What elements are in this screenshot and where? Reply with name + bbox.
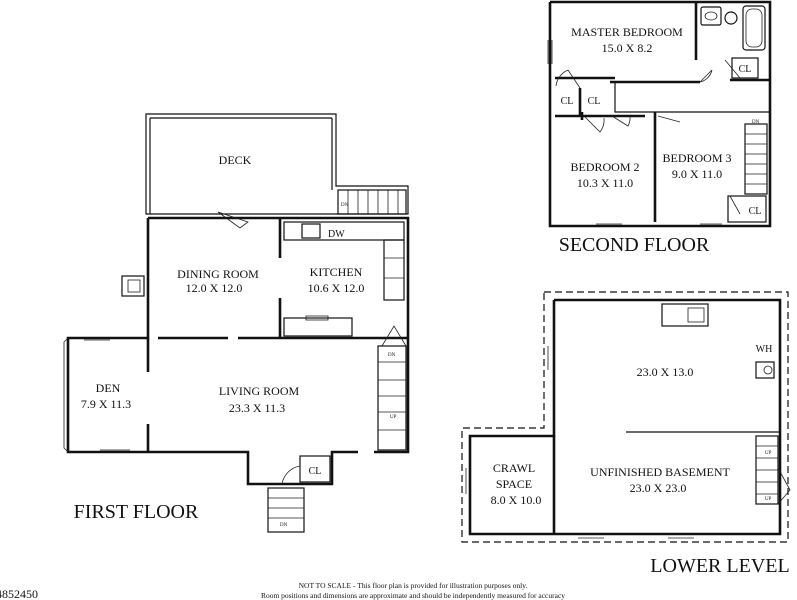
- closet-label: CL: [749, 206, 762, 217]
- lower-level-title: LOWER LEVEL: [650, 555, 789, 577]
- disclaimer-line2: Room positions and dimensions are approx…: [261, 591, 565, 600]
- bedroom3-dims: 9.0 X 11.0: [672, 167, 722, 181]
- entry-stair-dn-label: DN: [280, 523, 288, 528]
- listing-id-number: 4852450: [0, 587, 38, 600]
- bedroom2-name: BEDROOM 2: [570, 160, 639, 174]
- bedroom2-dims: 10.3 X 11.0: [577, 176, 633, 190]
- disclaimer-line1: NOT TO SCALE - This floor plan is provid…: [299, 581, 528, 590]
- dining-room-dims: 12.0 X 12.0: [186, 281, 243, 295]
- second-floor-plan: DN MASTER BEDROOM 15.0 X 8.2 BEDROOM 2 1…: [547, 0, 772, 256]
- master-bedroom-name: MASTER BEDROOM: [571, 25, 683, 39]
- bedroom3-name: BEDROOM 3: [662, 151, 731, 165]
- deck-stair-dn-label: DN: [341, 203, 349, 208]
- first-floor-stair-up-label: UP: [390, 415, 397, 420]
- crawl-space-dims: 8.0 X 10.0: [491, 493, 542, 507]
- first-floor-plan: DN: [63, 113, 410, 533]
- first-floor-stair-dn-label: DN: [388, 353, 396, 358]
- closet-label: CL: [588, 96, 601, 107]
- closet-label: CL: [739, 64, 752, 75]
- first-floor-title: FIRST FLOOR: [74, 501, 199, 523]
- entry-closet-label: CL: [309, 466, 322, 477]
- den-dims: 7.9 X 11.3: [81, 397, 131, 411]
- kitchen-dims: 10.6 X 12.0: [308, 281, 365, 295]
- living-room-dims: 23.3 X 11.3: [229, 401, 285, 415]
- den-name: DEN: [96, 381, 121, 395]
- dining-room-name: DINING ROOM: [177, 267, 259, 281]
- lower-level-stair: [755, 435, 791, 505]
- crawl-space-line2: SPACE: [496, 477, 532, 491]
- unfinished-basement-dims: 23.0 X 23.0: [630, 481, 687, 495]
- deck-name: DECK: [219, 153, 252, 167]
- second-floor-stair: [744, 123, 768, 195]
- unfinished-basement-name: UNFINISHED BASEMENT: [590, 465, 730, 479]
- closet-label: CL: [561, 96, 574, 107]
- lower-upper-area-dims: 23.0 X 13.0: [637, 365, 694, 379]
- first-floor-stairs: [377, 325, 407, 451]
- water-heater-label: WH: [756, 344, 773, 355]
- kitchen-name: KITCHEN: [310, 265, 363, 279]
- lower-level-plan: UP UP 23.0 X 13.0 WH CRAWL SPACE 8.0 X 1…: [461, 291, 791, 577]
- dishwasher-label: DW: [328, 229, 345, 240]
- lower-stair-up-label: UP: [765, 497, 772, 502]
- living-room-name: LIVING ROOM: [219, 384, 300, 398]
- second-floor-stair-dn-label: DN: [752, 120, 760, 125]
- entry-stair: [267, 487, 305, 533]
- master-bedroom-dims: 15.0 X 8.2: [602, 41, 653, 55]
- crawl-space-line1: CRAWL: [493, 461, 535, 475]
- deck-stair: [337, 189, 407, 215]
- second-floor-title: SECOND FLOOR: [559, 234, 710, 256]
- lower-stair-up-label: UP: [765, 451, 772, 456]
